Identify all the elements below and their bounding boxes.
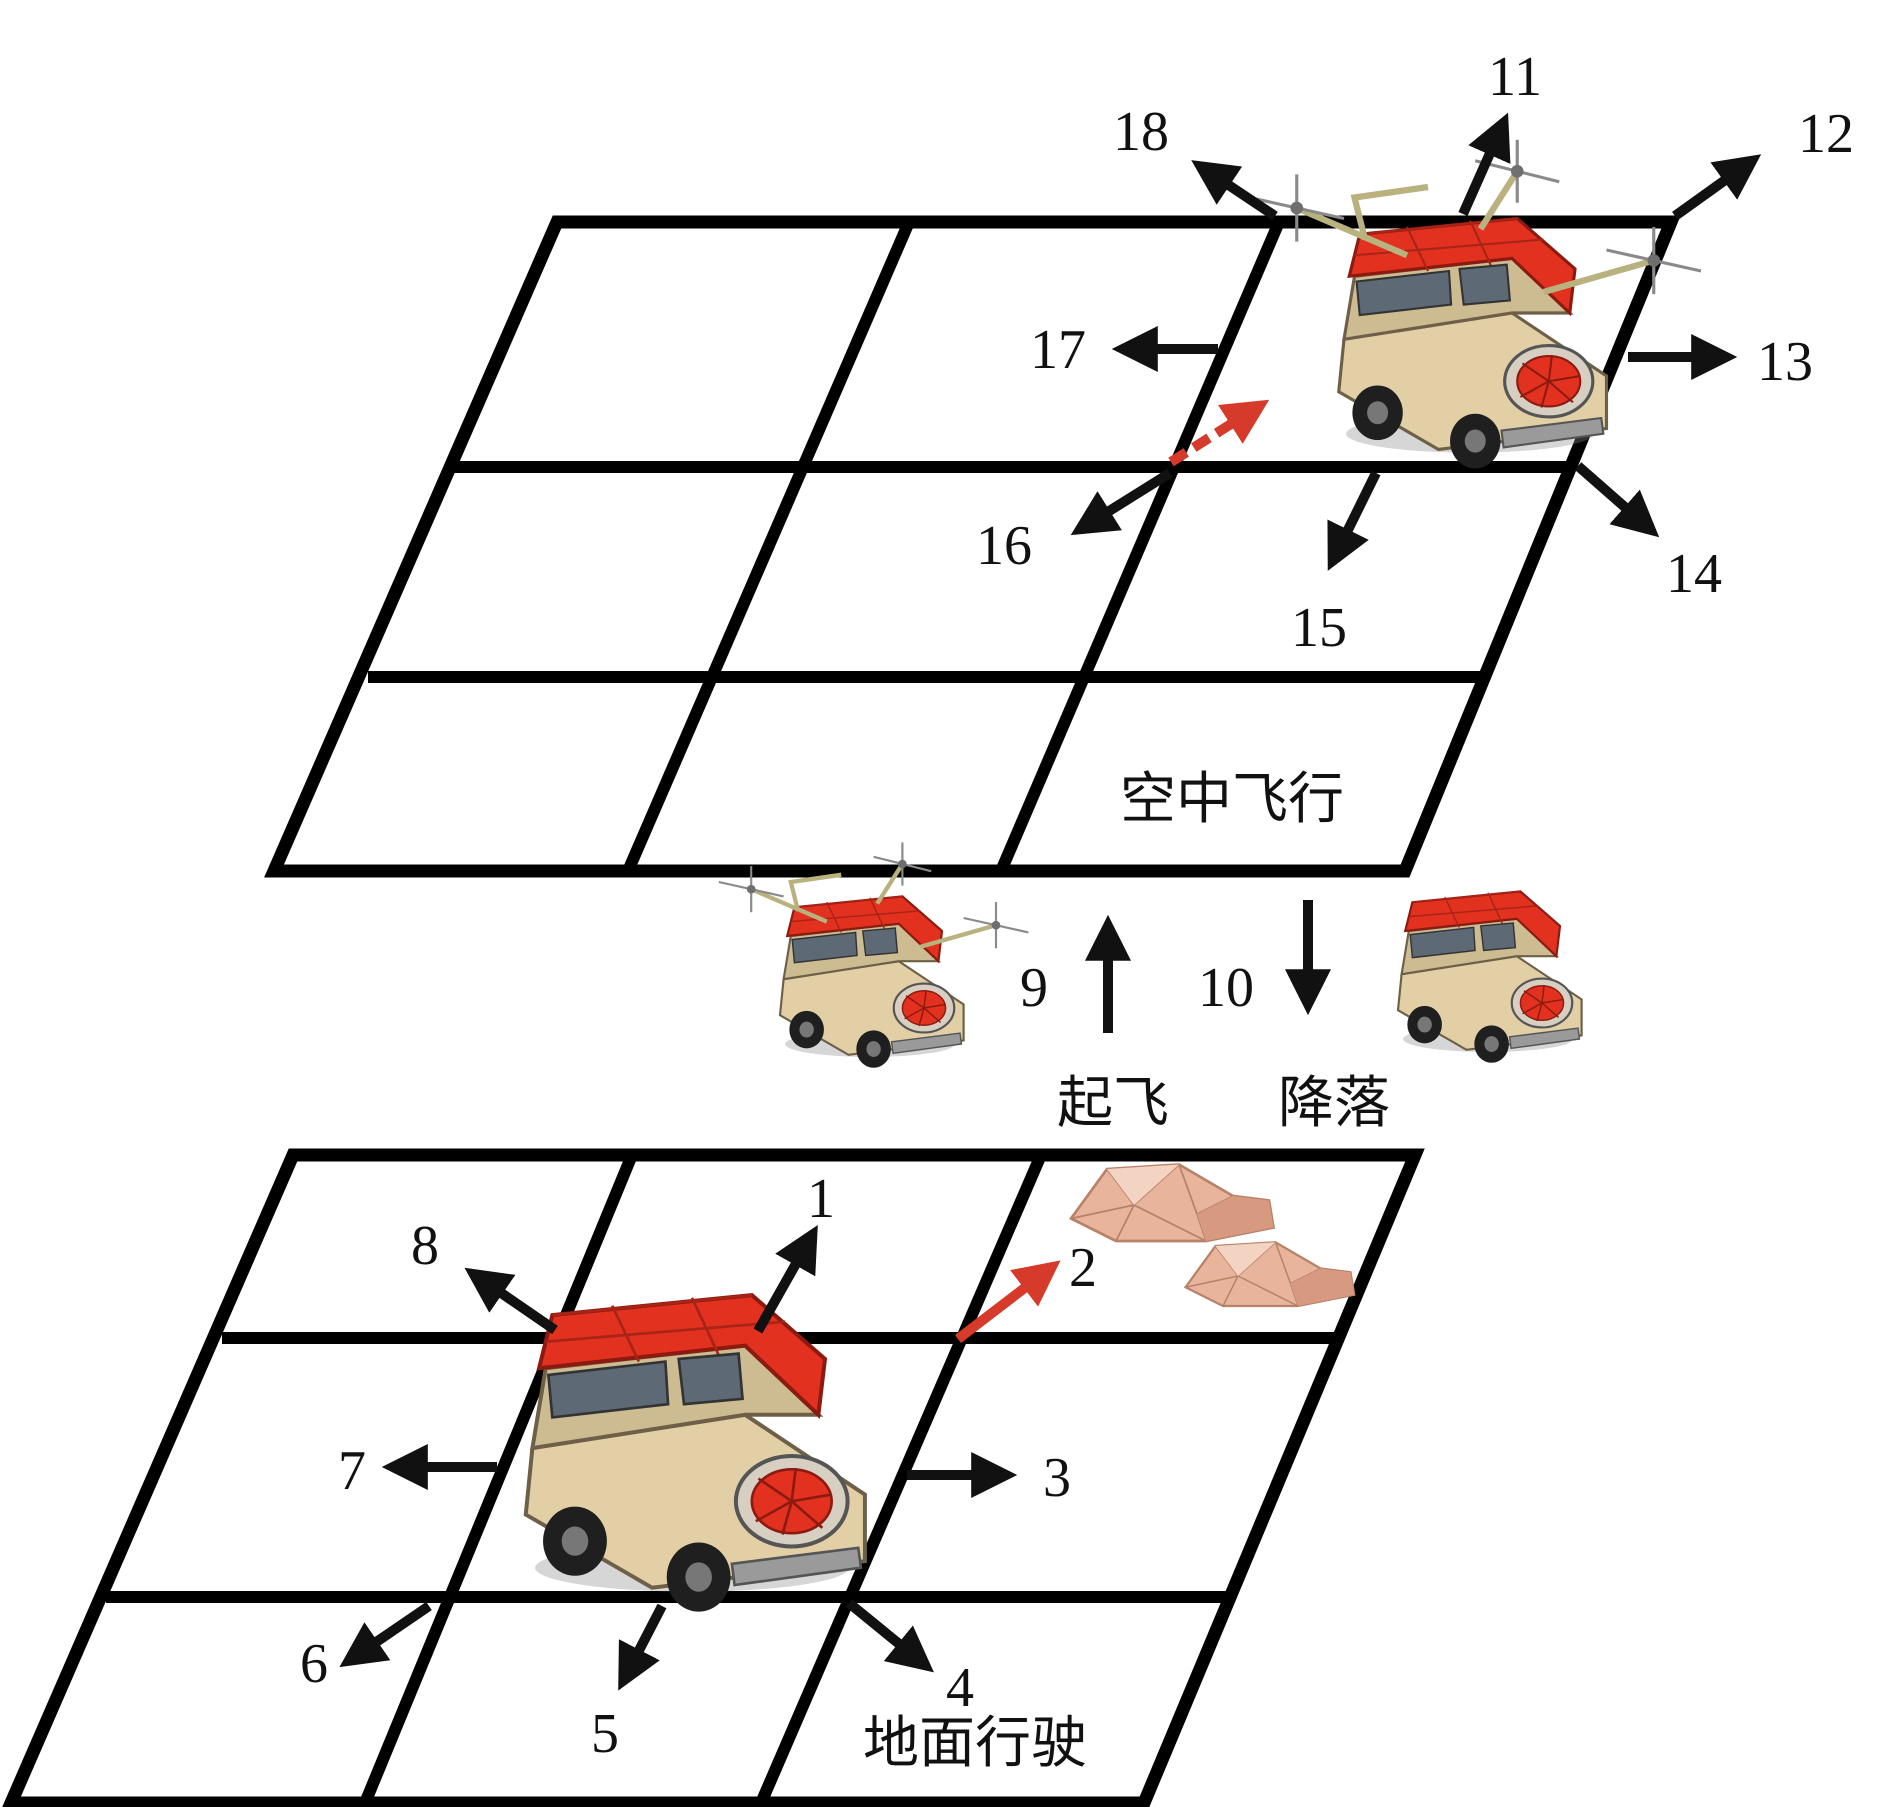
move-label: 7 bbox=[338, 1440, 366, 1502]
move-label: 13 bbox=[1757, 331, 1813, 393]
arrow-6 bbox=[339, 1601, 432, 1668]
move-label: 16 bbox=[976, 515, 1032, 577]
air-layer-label: 空中飞行 bbox=[1120, 767, 1344, 832]
arrow-11 bbox=[1458, 112, 1511, 217]
takeoff-label: 起飞 bbox=[1057, 1071, 1169, 1136]
air-move-arrows bbox=[1070, 112, 1762, 571]
move-label: 6 bbox=[300, 1633, 328, 1695]
arrow-18 bbox=[1191, 160, 1278, 221]
arrow-15 bbox=[1327, 470, 1381, 571]
move-label: 2 bbox=[1069, 1237, 1097, 1299]
move-label: 12 bbox=[1798, 103, 1854, 165]
move-label: 5 bbox=[591, 1703, 619, 1765]
move-label: 18 bbox=[1113, 101, 1169, 163]
arrow-16 bbox=[1070, 468, 1173, 536]
arrow-14 bbox=[1574, 462, 1660, 538]
arrow-1 bbox=[753, 1224, 818, 1334]
move-label: 3 bbox=[1043, 1447, 1071, 1509]
arrow-4 bbox=[845, 1599, 934, 1673]
air-move-numbers: 11 12 13 14 15 16 17 18 bbox=[976, 46, 1854, 659]
arrow-16-highlight bbox=[1168, 399, 1270, 467]
move-label: 8 bbox=[411, 1215, 439, 1277]
move-label: 1 bbox=[807, 1168, 835, 1230]
landing-label: 降落 bbox=[1278, 1071, 1390, 1136]
move-label: 4 bbox=[946, 1657, 974, 1719]
move-label: 9 bbox=[1020, 957, 1048, 1019]
move-label: 14 bbox=[1666, 543, 1722, 605]
air-grid bbox=[264, 215, 1681, 878]
ground-move-arrows bbox=[339, 1224, 1061, 1691]
mode-switch-numbers: 9 10 bbox=[1020, 957, 1254, 1019]
arrow-5 bbox=[618, 1603, 667, 1691]
arrow-2 bbox=[954, 1260, 1061, 1343]
move-label: 15 bbox=[1291, 597, 1347, 659]
move-label: 17 bbox=[1030, 319, 1086, 381]
mode-switch-arrows bbox=[1085, 900, 1331, 1033]
move-label: 11 bbox=[1488, 46, 1542, 108]
ground-layer-label: 地面行驶 bbox=[863, 1711, 1087, 1776]
landing-vehicle-icon bbox=[1396, 890, 1583, 1064]
arrow-8 bbox=[464, 1267, 558, 1335]
ground-move-numbers: 1 2 3 4 5 6 7 8 bbox=[300, 1168, 1097, 1765]
move-label: 10 bbox=[1198, 957, 1254, 1019]
arrow-12 bbox=[1672, 154, 1762, 221]
